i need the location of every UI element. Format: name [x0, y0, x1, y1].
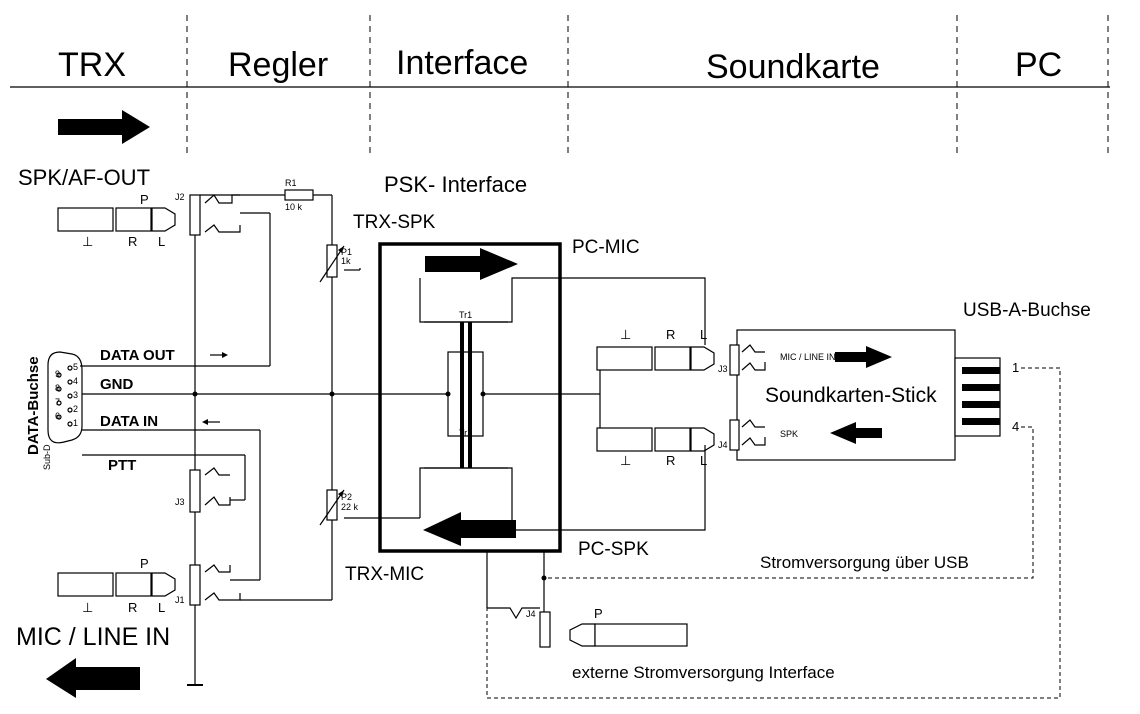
j2-label: J2	[175, 192, 185, 202]
mic-direction-arrow-icon	[835, 346, 892, 368]
plug-ring-label: R	[666, 327, 675, 342]
header-trx: TRX	[58, 46, 126, 84]
jack-j4-external	[539, 611, 551, 648]
trx-mic-direction-arrow-icon	[423, 512, 516, 546]
mic-line-in-plug: P ⊥ R L MIC / LINE IN	[16, 556, 176, 698]
plug-p-label: P	[594, 606, 603, 621]
plug-tip-label: L	[158, 600, 165, 615]
usb-pin4-label: 4	[1012, 419, 1019, 434]
tr1-label: Tr1	[459, 310, 472, 320]
gnd-label: GND	[100, 376, 134, 393]
spk-af-out-label: SPK/AF-OUT	[18, 165, 150, 190]
soundkarte-plugs: ⊥ R L ⊥ R L	[596, 327, 715, 468]
mic-line-in-label: MIC / LINE IN	[16, 623, 170, 651]
spk-direction-arrow-icon	[830, 422, 882, 444]
plug-p-label: P	[140, 192, 149, 207]
psk-interface-label: PSK- Interface	[384, 172, 527, 197]
subd-pin-number: 6	[55, 411, 60, 421]
j4-stick-label: J4	[718, 440, 728, 450]
pc-mic-label: PC-MIC	[572, 237, 640, 258]
plug-ground-label: ⊥	[620, 327, 631, 342]
ptt-label: PTT	[108, 457, 136, 474]
p1-label: P1	[341, 247, 352, 257]
power-wiring: J4 P Stromversorgung über USB externe St…	[486, 367, 1061, 699]
header-soundkarte: Soundkarte	[706, 48, 880, 86]
subd-pin-number: 2	[73, 404, 78, 414]
tr2-label: Tr2	[459, 428, 472, 438]
j3-stick-label: J3	[718, 364, 728, 374]
subd-pin-number: 7	[55, 397, 60, 407]
pc-spk-label: PC-SPK	[578, 539, 649, 560]
jack-j3-ptt: J3	[175, 467, 231, 513]
spk-small-label: SPK	[780, 429, 798, 439]
resistor-r1	[284, 189, 314, 201]
subd-pin-number: 5	[73, 362, 78, 372]
r1-label: R1	[285, 178, 297, 188]
sub-d-label: Sub-D	[42, 444, 52, 470]
usb-pin1-label: 1	[1012, 360, 1019, 375]
p2-label: P2	[341, 492, 352, 502]
j4-ext-label: J4	[526, 609, 536, 619]
subd-pin-number: 8	[55, 383, 60, 393]
trx-spk-label: TRX-SPK	[353, 212, 436, 233]
data-buchse-subd: DATA-Buchse Sub-D DATA OUT GND DATA IN P…	[25, 347, 175, 474]
subd-pin-number: 3	[73, 390, 78, 400]
plug-ring-label: R	[128, 234, 137, 249]
plug-ground-label: ⊥	[82, 234, 93, 249]
subd-pin-number: 1	[73, 418, 78, 428]
signal-direction-left-arrow-icon	[46, 658, 140, 698]
r1-value: 10 k	[285, 202, 303, 212]
plug-ring-label: R	[128, 600, 137, 615]
plug-ground-label: ⊥	[82, 600, 93, 615]
plug-p-label: P	[140, 556, 149, 571]
usb-a-buchse-label: USB-A-Buchse	[963, 300, 1091, 321]
header-interface: Interface	[396, 44, 528, 82]
plug-tip-label: L	[158, 234, 165, 249]
header-band: TRX Regler Interface Soundkarte PC	[10, 15, 1110, 155]
interface-enclosure	[378, 242, 562, 553]
mic-line-in-small-label: MIC / LINE IN	[780, 352, 836, 362]
plug-tip-label: L	[700, 453, 707, 468]
soundkarten-stick: J3 J4 MIC / LINE IN SPK Soundkarten-Stic…	[718, 300, 1091, 461]
trx-spk-direction-arrow-icon	[425, 248, 518, 280]
stromversorgung-usb-label: Stromversorgung über USB	[760, 553, 969, 572]
potentiometer-p2	[326, 489, 338, 521]
j3-left-label: J3	[175, 497, 185, 507]
data-buchse-label: DATA-Buchse	[25, 356, 42, 455]
subd-pin-number: 9	[55, 369, 60, 379]
potentiometer-p1	[326, 244, 338, 278]
psk-interface-box: PSK- Interface TRX-SPK Tr1 Tr2 PC-MIC PC…	[345, 172, 706, 585]
j1-label: J1	[175, 595, 185, 605]
regler-wiring: R1 10 k P1 1k P2 22 k	[80, 178, 600, 686]
header-pc: PC	[1015, 46, 1062, 84]
data-out-label: DATA OUT	[100, 347, 175, 364]
plug-ground-label: ⊥	[620, 453, 631, 468]
jack-j2: J2	[175, 192, 241, 236]
signal-direction-right-arrow-icon	[58, 110, 150, 144]
plug-tip-label: L	[700, 327, 707, 342]
p1-value: 1k	[341, 256, 351, 266]
p2-value: 22 k	[341, 502, 359, 512]
spk-af-out-plug: SPK/AF-OUT P ⊥ R L	[18, 165, 176, 249]
plug-ring-label: R	[666, 453, 675, 468]
jack-j1: J1	[175, 564, 241, 606]
externe-stromversorgung-label: externe Stromversorgung Interface	[572, 663, 835, 682]
data-in-label: DATA IN	[100, 413, 158, 430]
trx-mic-label: TRX-MIC	[345, 564, 424, 585]
header-regler: Regler	[228, 46, 328, 84]
subd-pin-number: 4	[73, 376, 78, 386]
soundkarten-stick-label: Soundkarten-Stick	[765, 384, 937, 407]
